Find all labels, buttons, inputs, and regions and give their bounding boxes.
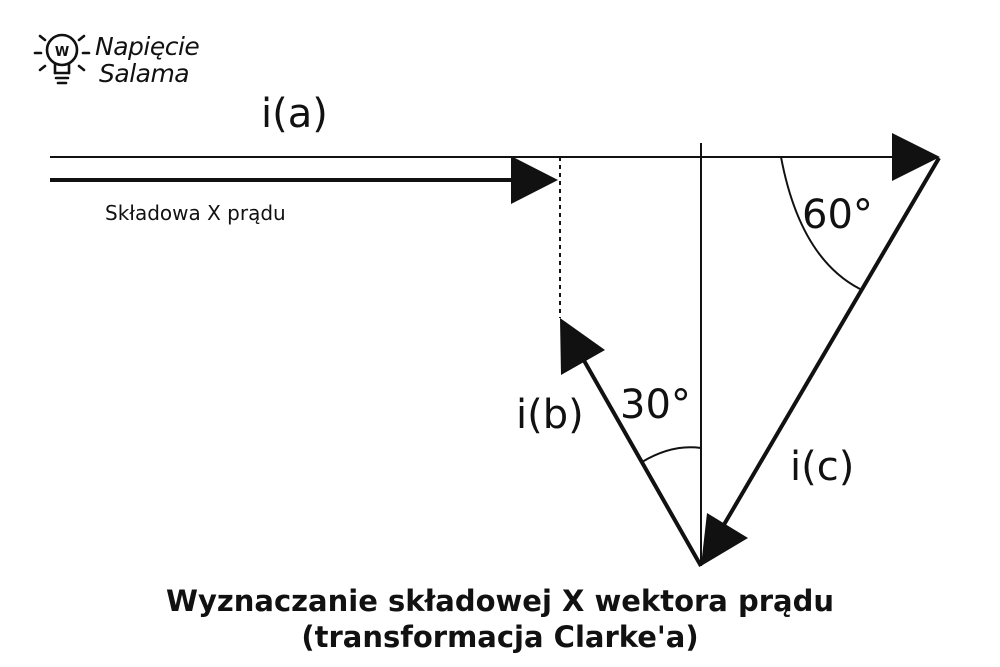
logo-bulb-letter: W bbox=[55, 45, 69, 60]
logo-line-2: Salama bbox=[99, 59, 189, 88]
angle-60-arc bbox=[780, 156, 861, 290]
vector-ib bbox=[560, 318, 703, 567]
x-component-arrow bbox=[50, 156, 558, 204]
angle-30-arc bbox=[641, 446, 702, 463]
vector-ib-arrowhead bbox=[560, 318, 605, 375]
caption-subtitle: (transformacja Clarke'a) bbox=[301, 620, 699, 654]
logo-line-1: Napięcie bbox=[95, 32, 199, 61]
label-ib: i(b) bbox=[516, 392, 584, 438]
label-ic: i(c) bbox=[790, 444, 854, 490]
label-x-component: Składowa X prądu bbox=[105, 201, 286, 225]
x-component-arrowhead bbox=[511, 156, 558, 204]
logo: W Napięcie Salama bbox=[33, 32, 200, 88]
vector-ia bbox=[50, 133, 940, 181]
label-ia: i(a) bbox=[261, 91, 328, 137]
caption-title: Wyznaczanie składowej X wektora prądu bbox=[165, 584, 835, 618]
vector-ia-arrowhead bbox=[892, 133, 940, 181]
vector-ic-arrowhead bbox=[701, 513, 748, 566]
label-angle-30: 30° bbox=[620, 382, 691, 428]
vector-ic bbox=[701, 156, 941, 566]
lightbulb-icon bbox=[33, 33, 91, 85]
label-angle-60: 60° bbox=[802, 192, 873, 238]
